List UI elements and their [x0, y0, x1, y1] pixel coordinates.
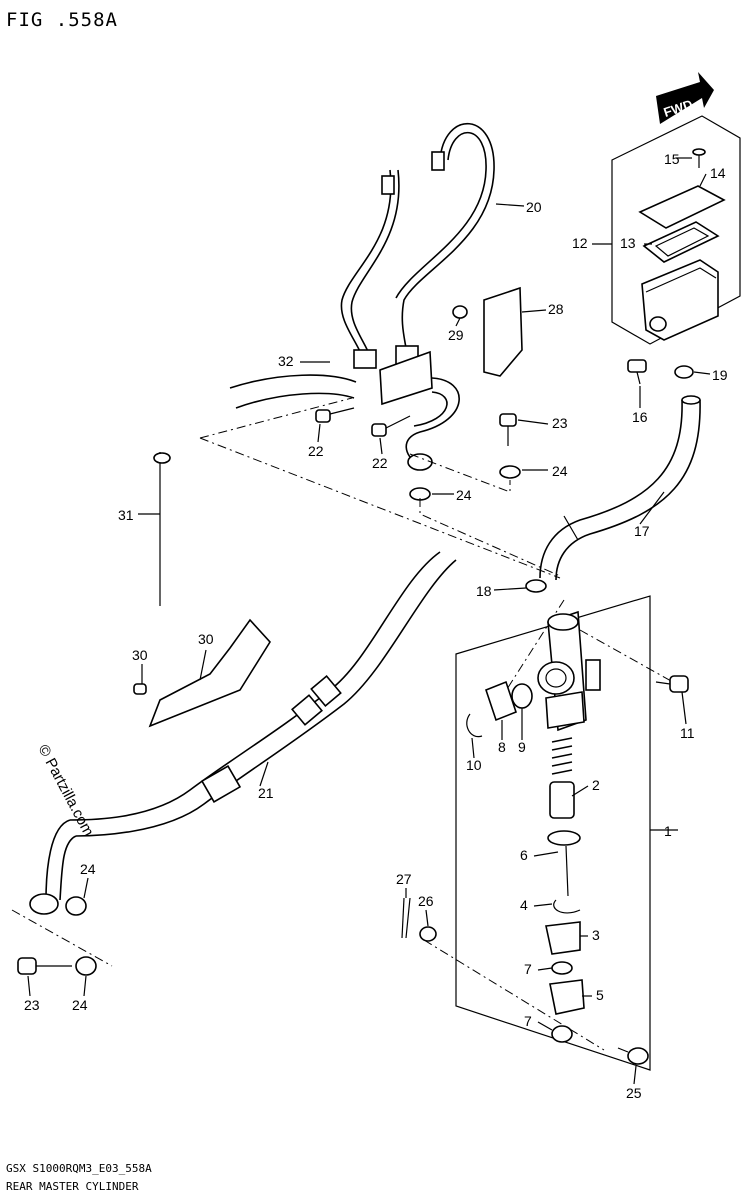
callouts: 1 2 3 4 5 6 7 7 8 9 10 11 12 13 14 15 16… — [24, 151, 728, 1101]
callout-12: 12 — [572, 235, 588, 251]
brake-hose-upper — [340, 122, 495, 406]
callout-22-left: 22 — [308, 443, 324, 459]
reservoir-screw — [627, 359, 694, 385]
callout-23-lower: 23 — [24, 997, 40, 1013]
callout-16: 16 — [632, 409, 648, 425]
callout-23-upper: 23 — [552, 415, 568, 431]
callout-1: 1 — [664, 823, 672, 839]
callout-25: 25 — [626, 1085, 642, 1101]
leader-lines — [11, 397, 681, 1051]
callout-18: 18 — [476, 583, 492, 599]
lower-union-bolt — [17, 956, 97, 976]
callout-4: 4 — [520, 897, 528, 913]
callout-24-mid: 24 — [80, 861, 96, 877]
callout-2: 2 — [592, 777, 600, 793]
callout-30-lower: 30 — [132, 647, 148, 663]
callout-32: 32 — [278, 353, 294, 369]
callout-22-right: 22 — [372, 455, 388, 471]
reservoir-assembly-box — [611, 115, 741, 345]
callout-leaders — [27, 157, 711, 1085]
callout-5: 5 — [596, 987, 604, 1003]
callout-24-upper-right: 24 — [552, 463, 568, 479]
callout-21: 21 — [258, 785, 274, 801]
callout-7-lower: 7 — [524, 1013, 532, 1029]
callout-20: 20 — [526, 199, 542, 215]
callout-7-upper: 7 — [524, 961, 532, 977]
callout-28: 28 — [548, 301, 564, 317]
callout-6: 6 — [520, 847, 528, 863]
callout-31: 31 — [118, 507, 134, 523]
figure-footer-code: GSX S1000RQM3_E03_558A — [6, 1162, 152, 1175]
callout-9: 9 — [518, 739, 526, 755]
fasteners-right — [401, 675, 689, 1065]
union-bolts — [315, 407, 521, 501]
callout-19: 19 — [712, 367, 728, 383]
brake-hose-joint — [229, 374, 460, 471]
cable-tie — [153, 452, 171, 606]
callout-29: 30 — [198, 631, 214, 647]
callout-10: 10 — [466, 757, 482, 773]
callout-27: 27 — [396, 871, 412, 887]
callout-15: 15 — [664, 151, 680, 167]
master-cylinder-body — [466, 579, 601, 738]
figure-title: FIG .558A — [6, 9, 118, 31]
callout-3: 3 — [592, 927, 600, 943]
callout-24-upper-left: 24 — [456, 487, 472, 503]
figure-footer-name: REAR MASTER CYLINDER — [6, 1180, 139, 1193]
callout-11: 11 — [680, 725, 695, 741]
callout-30-upper: 29 — [448, 327, 464, 343]
fwd-arrow-icon: FWD — [656, 72, 714, 124]
callout-17: 17 — [634, 523, 650, 539]
hose-clamp — [133, 618, 271, 728]
brake-hose-long — [29, 551, 457, 916]
reservoir-hose — [539, 395, 701, 581]
master-cylinder-internals — [545, 737, 585, 1043]
callout-26: 26 — [418, 893, 434, 909]
watermark-text: © Partzilla.com — [34, 742, 96, 839]
callout-13: 13 — [620, 235, 636, 251]
callout-8: 8 — [498, 739, 506, 755]
callout-14: 14 — [710, 165, 726, 181]
master-cylinder-box — [455, 595, 678, 1071]
callout-24-lower: 24 — [72, 997, 88, 1013]
